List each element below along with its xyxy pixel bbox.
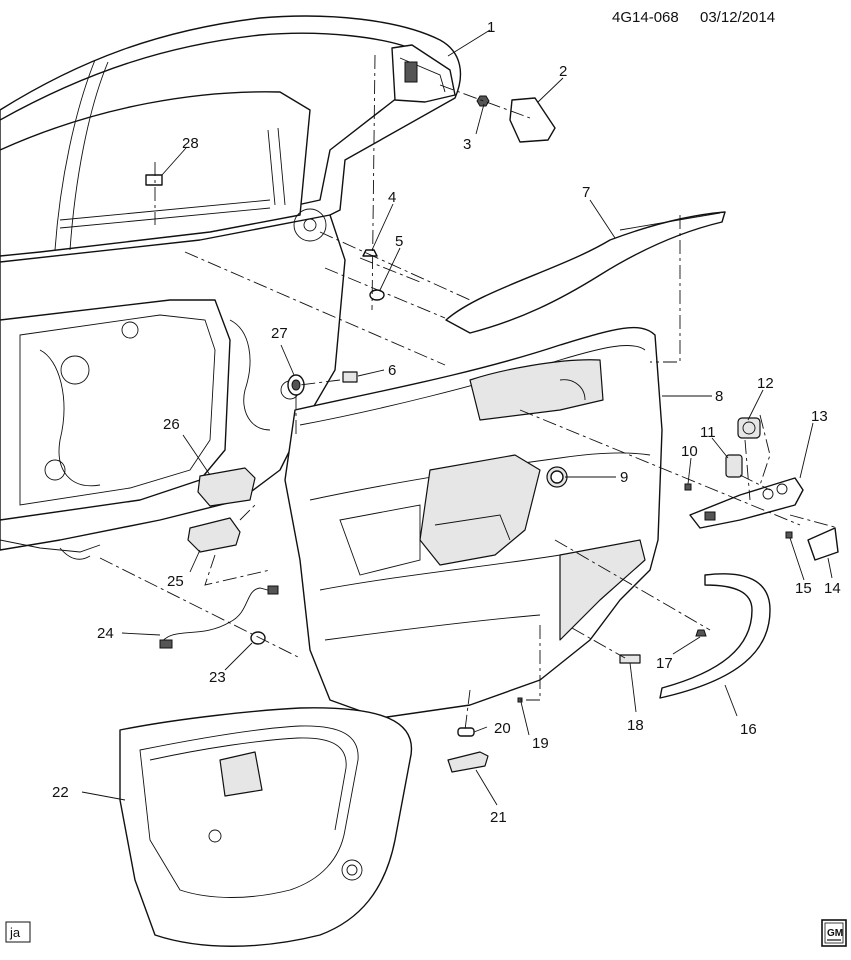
part-16-lower-molding — [659, 573, 771, 699]
callout-12: 12 — [757, 375, 774, 392]
callout-8: 8 — [715, 388, 723, 405]
part-4-pin — [362, 249, 378, 257]
callout-15: 15 — [795, 580, 812, 597]
callout-19: 19 — [532, 735, 549, 752]
callout-17: 17 — [656, 655, 673, 672]
callout-11: 11 — [700, 424, 716, 441]
callout-2: 2 — [559, 63, 567, 80]
part-24-harness — [159, 585, 279, 649]
part-6-pad — [342, 371, 358, 383]
diagram-code: 4G14-068 — [612, 9, 679, 26]
part-20-bulb — [457, 727, 475, 737]
callout-16: 16 — [740, 721, 757, 738]
part-18-lamp — [619, 654, 641, 664]
part-7-upper-molding — [445, 211, 726, 334]
callout-labels: 1 2 3 4 5 6 7 8 9 10 11 12 13 14 15 16 1… — [52, 19, 841, 826]
artist-initials: ja — [9, 925, 21, 940]
callout-27: 27 — [271, 325, 288, 342]
part-15-screw — [785, 531, 793, 539]
callout-24: 24 — [97, 625, 114, 642]
gm-logo: GM — [821, 919, 847, 947]
callout-10: 10 — [681, 443, 698, 460]
callout-3: 3 — [463, 136, 471, 153]
leader-lines — [81, 29, 833, 806]
gm-logo-text: GM — [827, 928, 843, 939]
part-14-cover — [807, 527, 839, 561]
callout-18: 18 — [627, 717, 644, 734]
callout-23: 23 — [209, 669, 226, 686]
callout-5: 5 — [395, 233, 403, 250]
callout-22: 22 — [52, 784, 69, 801]
callout-26: 26 — [163, 416, 180, 433]
callout-9: 9 — [620, 469, 628, 486]
part-9-cap — [550, 470, 564, 484]
part-26-connector — [197, 467, 256, 507]
callout-4: 4 — [388, 189, 396, 206]
part-22-water-deflector — [119, 707, 413, 947]
callout-7: 7 — [582, 184, 590, 201]
part-8-door-trim-panel — [284, 326, 663, 719]
part-2-mirror-cover — [509, 97, 556, 143]
artist-initials-box: ja — [5, 921, 31, 943]
part-23-grommet — [250, 631, 266, 645]
diagram-date: 03/12/2014 — [700, 9, 775, 26]
callout-28: 28 — [182, 135, 199, 152]
part-17-clip — [695, 629, 707, 637]
part-10-screw — [684, 483, 692, 491]
callout-14: 14 — [824, 580, 841, 597]
callout-6: 6 — [388, 362, 396, 379]
callout-21: 21 — [490, 809, 507, 826]
part-28-clip — [145, 174, 163, 186]
part-21-reflector — [447, 751, 489, 773]
part-25-switch-module — [187, 517, 241, 553]
callout-25: 25 — [167, 573, 184, 590]
part-11-switch — [725, 454, 743, 478]
part-12-knob — [737, 417, 761, 439]
callout-1: 1 — [487, 19, 495, 36]
callout-13: 13 — [811, 408, 828, 425]
callout-20: 20 — [494, 720, 511, 737]
part-1-mirror-bracket — [391, 44, 456, 103]
alignment-lines — [99, 54, 839, 731]
